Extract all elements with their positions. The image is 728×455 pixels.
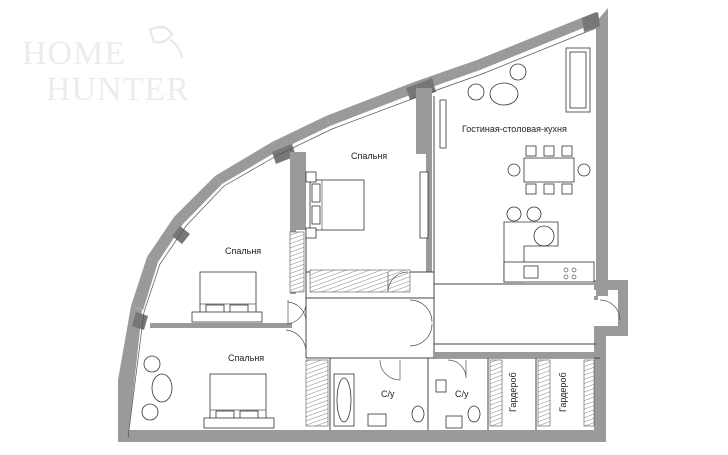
label-bathroom-2: С/у <box>455 389 469 399</box>
label-wardrobe-1: Гардероб <box>508 372 518 412</box>
doors <box>285 271 621 381</box>
label-living-room: Гостиная-столовая-кухня <box>462 124 567 134</box>
armchairs-bottom <box>141 355 173 421</box>
label-bathroom-1: С/у <box>381 389 395 399</box>
bed-bottom <box>203 373 275 429</box>
kitchen <box>503 206 595 283</box>
bathroom-1-fixtures <box>333 373 425 427</box>
watermark-line2: HUNTER <box>46 71 190 108</box>
wardrobe-units <box>289 231 595 427</box>
watermark-logo: HOME HUNTER <box>22 25 190 108</box>
label-bedroom-bottom: Спальня <box>228 353 264 363</box>
label-wardrobe-2: Гардероб <box>558 372 568 412</box>
living-furniture <box>439 47 591 149</box>
tv-unit-top <box>419 171 429 239</box>
label-bedroom-left: Спальня <box>225 246 261 256</box>
bed-left <box>191 271 263 323</box>
bathroom-2-fixtures <box>435 379 481 429</box>
watermark-bird-icon <box>148 25 183 59</box>
outer-walls <box>118 8 628 442</box>
bed-top <box>305 171 365 239</box>
label-bedroom-top: Спальня <box>351 151 387 161</box>
room-labels: Гостиная-столовая-кухня Спальня Спальня … <box>225 124 568 412</box>
watermark-line1: HOME <box>22 35 126 72</box>
dining-set <box>507 145 591 195</box>
